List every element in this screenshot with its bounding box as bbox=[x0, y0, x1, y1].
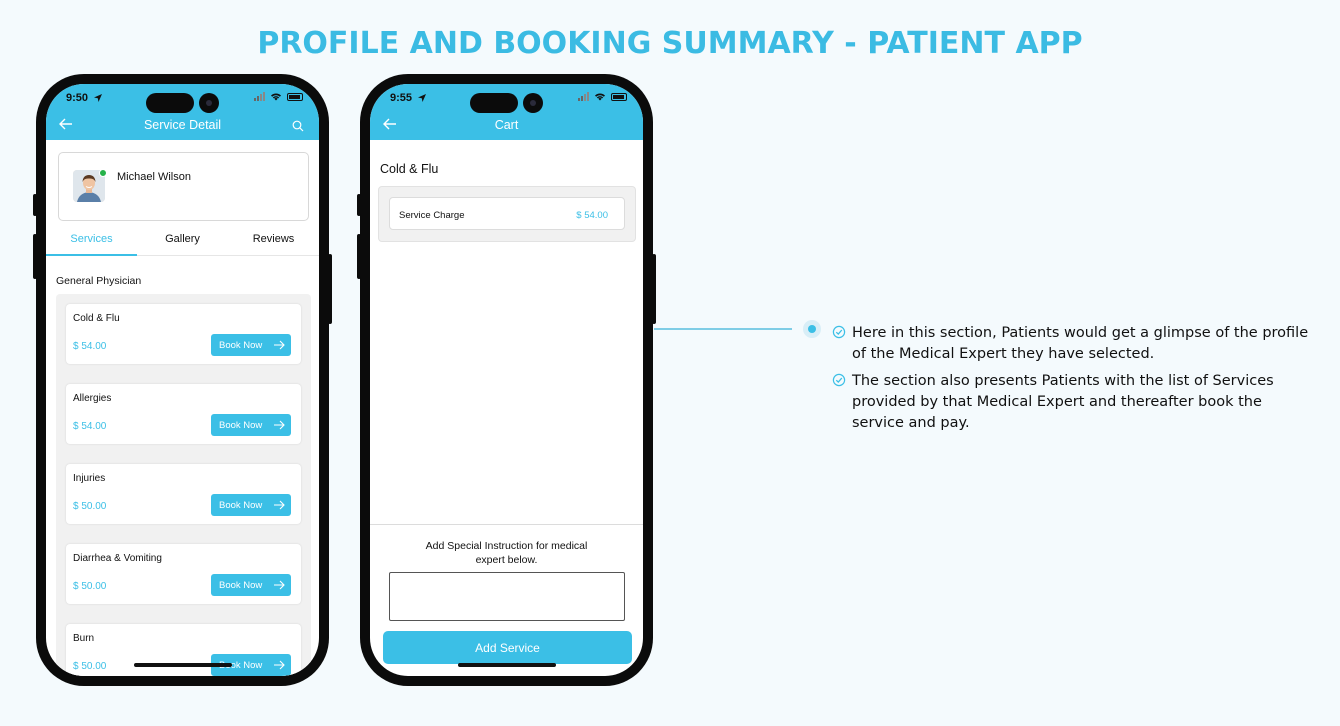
signal-icon bbox=[254, 92, 265, 101]
service-name: Diarrhea & Vomiting bbox=[73, 553, 162, 564]
cart-item: Service Charge $ 54.00 bbox=[389, 197, 625, 230]
signal-icon bbox=[578, 92, 589, 101]
tab-bar: Services Gallery Reviews bbox=[46, 230, 319, 256]
header-bar: 9:55 Cart bbox=[370, 84, 643, 140]
book-now-button[interactable]: Book Now bbox=[211, 334, 291, 356]
battery-icon bbox=[611, 92, 627, 101]
tab-reviews[interactable]: Reviews bbox=[252, 233, 295, 245]
arrow-right-icon bbox=[274, 660, 285, 670]
online-status-dot bbox=[99, 169, 107, 177]
status-icons bbox=[254, 92, 303, 101]
book-now-button[interactable]: Book Now bbox=[211, 654, 291, 676]
back-arrow-icon[interactable] bbox=[56, 114, 76, 134]
service-price: $ 50.00 bbox=[73, 661, 107, 672]
description-point: The section also presents Patients with … bbox=[832, 371, 1312, 435]
doctor-profile-card[interactable]: Michael Wilson bbox=[58, 152, 309, 221]
list-item: Diarrhea & Vomiting $ 50.00 Book Now bbox=[66, 544, 301, 604]
arrow-right-icon bbox=[274, 580, 285, 590]
book-now-label: Book Now bbox=[219, 499, 263, 511]
book-now-label: Book Now bbox=[219, 579, 263, 591]
list-item: Burn $ 50.00 Book Now bbox=[66, 624, 301, 676]
instruction-label: Add Special Instruction for medical expe… bbox=[425, 540, 588, 566]
description-text: Here in this section, Patients would get… bbox=[852, 325, 1309, 362]
service-name: Allergies bbox=[73, 393, 112, 404]
header-bar: 9:50 Service Detail bbox=[46, 84, 319, 140]
list-item: Allergies $ 54.00 Book Now bbox=[66, 384, 301, 444]
location-arrow-icon bbox=[94, 94, 102, 102]
book-now-label: Book Now bbox=[219, 419, 263, 431]
service-name: Injuries bbox=[73, 473, 106, 484]
location-arrow-icon bbox=[418, 94, 426, 102]
book-now-label: Book Now bbox=[219, 339, 263, 351]
arrow-right-icon bbox=[274, 340, 285, 350]
list-item: Injuries $ 50.00 Book Now bbox=[66, 464, 301, 524]
search-icon[interactable] bbox=[291, 119, 305, 133]
service-price: $ 54.00 bbox=[73, 421, 107, 432]
power-button bbox=[652, 254, 656, 324]
book-now-label: Book Now bbox=[219, 659, 263, 671]
home-indicator bbox=[458, 663, 556, 667]
book-now-button[interactable]: Book Now bbox=[211, 494, 291, 516]
list-item: Cold & Flu $ 54.00 Book Now bbox=[66, 304, 301, 364]
side-button bbox=[357, 234, 361, 279]
arrow-right-icon bbox=[274, 420, 285, 430]
tab-services[interactable]: Services bbox=[46, 230, 137, 256]
home-indicator bbox=[134, 663, 232, 667]
phone-service-detail: 9:50 Service Detail Michael Wilson Servi… bbox=[33, 74, 332, 686]
arrow-right-icon bbox=[274, 500, 285, 510]
side-button bbox=[357, 194, 361, 216]
connector-node bbox=[803, 320, 821, 338]
status-icons bbox=[578, 92, 627, 101]
tab-gallery[interactable]: Gallery bbox=[165, 233, 200, 245]
book-now-button[interactable]: Book Now bbox=[211, 574, 291, 596]
nav-title: Service Detail bbox=[143, 118, 222, 132]
check-circle-icon bbox=[832, 373, 846, 387]
section-label: General Physician bbox=[56, 275, 142, 287]
camera-icon bbox=[199, 93, 219, 113]
status-time: 9:55 bbox=[390, 92, 413, 104]
service-price: $ 50.00 bbox=[73, 581, 107, 592]
service-name: Burn bbox=[73, 633, 95, 644]
wifi-icon bbox=[595, 93, 605, 101]
wifi-icon bbox=[271, 93, 281, 101]
camera-icon bbox=[523, 93, 543, 113]
back-arrow-icon[interactable] bbox=[380, 114, 400, 134]
side-button bbox=[33, 194, 37, 216]
cart-box: Service Charge $ 54.00 bbox=[378, 186, 636, 242]
cart-service-title: Cold & Flu bbox=[380, 162, 439, 176]
connector-line bbox=[654, 328, 792, 330]
description-point: Here in this section, Patients would get… bbox=[832, 323, 1312, 367]
instruction-textarea[interactable] bbox=[389, 572, 625, 621]
service-name: Cold & Flu bbox=[73, 313, 120, 324]
add-service-button[interactable]: Add Service bbox=[383, 631, 632, 664]
cart-item-name: Service Charge bbox=[399, 210, 465, 221]
divider bbox=[370, 524, 643, 525]
dynamic-island bbox=[146, 93, 194, 113]
power-button bbox=[328, 254, 332, 324]
battery-icon bbox=[287, 92, 303, 101]
avatar bbox=[73, 170, 105, 202]
side-button bbox=[33, 234, 37, 279]
doctor-name: Michael Wilson bbox=[117, 171, 191, 183]
book-now-button[interactable]: Book Now bbox=[211, 414, 291, 436]
page-title: PROFILE AND BOOKING SUMMARY - PATIENT AP… bbox=[257, 26, 1083, 61]
phone-cart: 9:55 Cart Cold & Flu Service Charge $ 54… bbox=[357, 74, 656, 686]
check-circle-icon bbox=[832, 325, 846, 339]
cart-item-price: $ 54.00 bbox=[576, 210, 608, 221]
screen: 9:50 Service Detail Michael Wilson Servi… bbox=[46, 84, 319, 676]
description-text: The section also presents Patients with … bbox=[852, 373, 1274, 431]
service-price: $ 54.00 bbox=[73, 341, 107, 352]
dynamic-island bbox=[470, 93, 518, 113]
nav-title: Cart bbox=[494, 118, 519, 132]
service-price: $ 50.00 bbox=[73, 501, 107, 512]
screen: 9:55 Cart Cold & Flu Service Charge $ 54… bbox=[370, 84, 643, 676]
status-time: 9:50 bbox=[66, 92, 89, 104]
services-list: Cold & Flu $ 54.00 Book Now Allergies $ … bbox=[56, 294, 311, 676]
